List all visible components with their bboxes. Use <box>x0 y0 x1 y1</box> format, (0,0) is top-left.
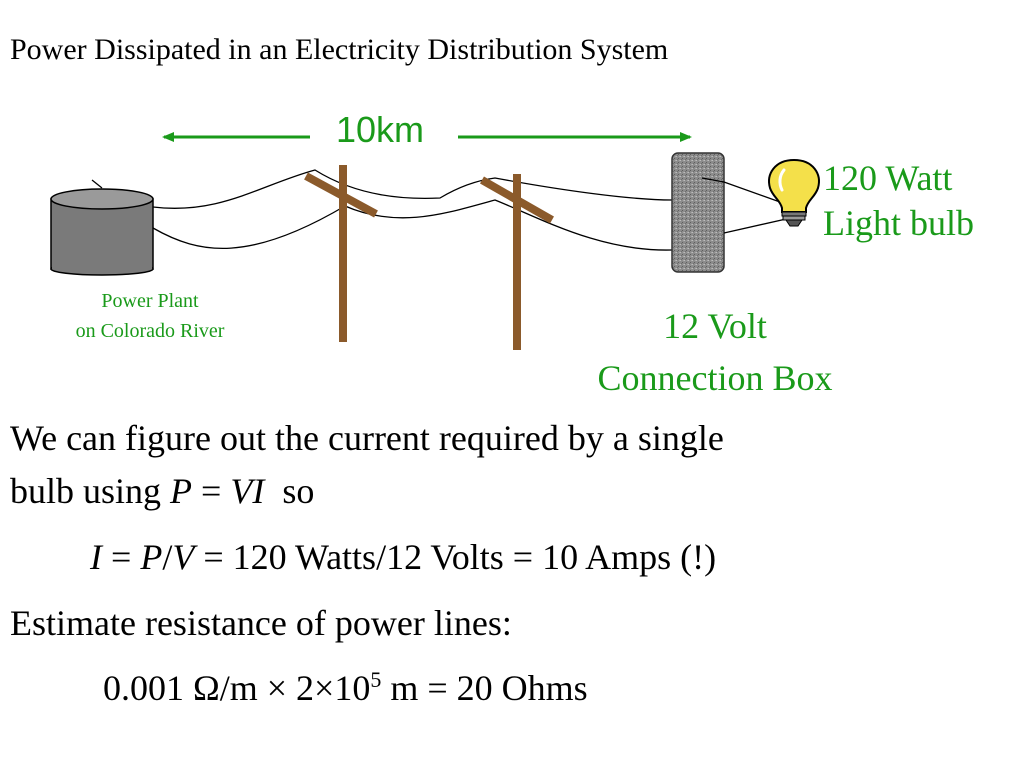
body-line-2-text: bulb using <box>10 471 162 511</box>
bulb-wire-upper <box>701 177 781 203</box>
power-line-upper <box>91 169 673 209</box>
connection-box-label: 12 Volt Connection Box <box>560 300 870 404</box>
connection-box-label-line1: 12 Volt <box>663 306 767 346</box>
slide-title: Power Dissipated in an Electricity Distr… <box>10 33 669 66</box>
formula-equals: = <box>192 471 231 511</box>
resistance-eq-main: 0.001 Ω/m × 2×10 <box>103 668 371 708</box>
eq-current-symbol: I <box>90 537 102 577</box>
utility-pole-icon <box>480 174 554 350</box>
eq-voltage-symbol: V <box>172 537 195 577</box>
bulb-label: 120 Watt Light bulb <box>823 156 974 246</box>
distance-label: 10km <box>330 108 431 152</box>
eq-slash: / <box>162 537 173 577</box>
formula-vi: VI <box>230 471 265 511</box>
body-line-1: We can figure out the current required b… <box>10 418 724 458</box>
power-plant-label-line2: on Colorado River <box>75 320 225 342</box>
bulb-label-line2: Light bulb <box>823 203 974 243</box>
connection-box-icon <box>671 152 725 273</box>
utility-pole-icon <box>304 165 378 342</box>
bulb-label-line1: 120 Watt <box>823 158 953 198</box>
power-plant-icon <box>50 188 154 276</box>
resistance-eq-exponent: 5 <box>370 667 382 692</box>
resistance-eq-result: m = 20 Ohms <box>381 668 588 708</box>
power-line-lower <box>152 199 673 251</box>
distribution-diagram <box>50 132 820 350</box>
light-bulb-icon <box>768 158 820 227</box>
body-line-4: Estimate resistance of power lines: <box>10 603 512 643</box>
body-line-2: bulb using P = VI so <box>10 467 314 515</box>
formula-p: P <box>170 471 193 511</box>
eq-power-symbol: P <box>140 537 163 577</box>
power-plant-label-line1: Power Plant <box>101 290 199 312</box>
eq-result: = 120 Watts/12 Volts = 10 Amps (!) <box>194 537 717 577</box>
eq-equals: = <box>102 537 141 577</box>
current-equation: I = P/V = 120 Watts/12 Volts = 10 Amps (… <box>90 533 716 581</box>
power-plant-label: Power Plant on Colorado River <box>40 286 260 346</box>
body-line-2-suffix: so <box>264 471 315 511</box>
resistance-equation: 0.001 Ω/m × 2×105 m = 20 Ohms <box>103 664 588 712</box>
connection-box-label-line2: Connection Box <box>597 358 833 398</box>
